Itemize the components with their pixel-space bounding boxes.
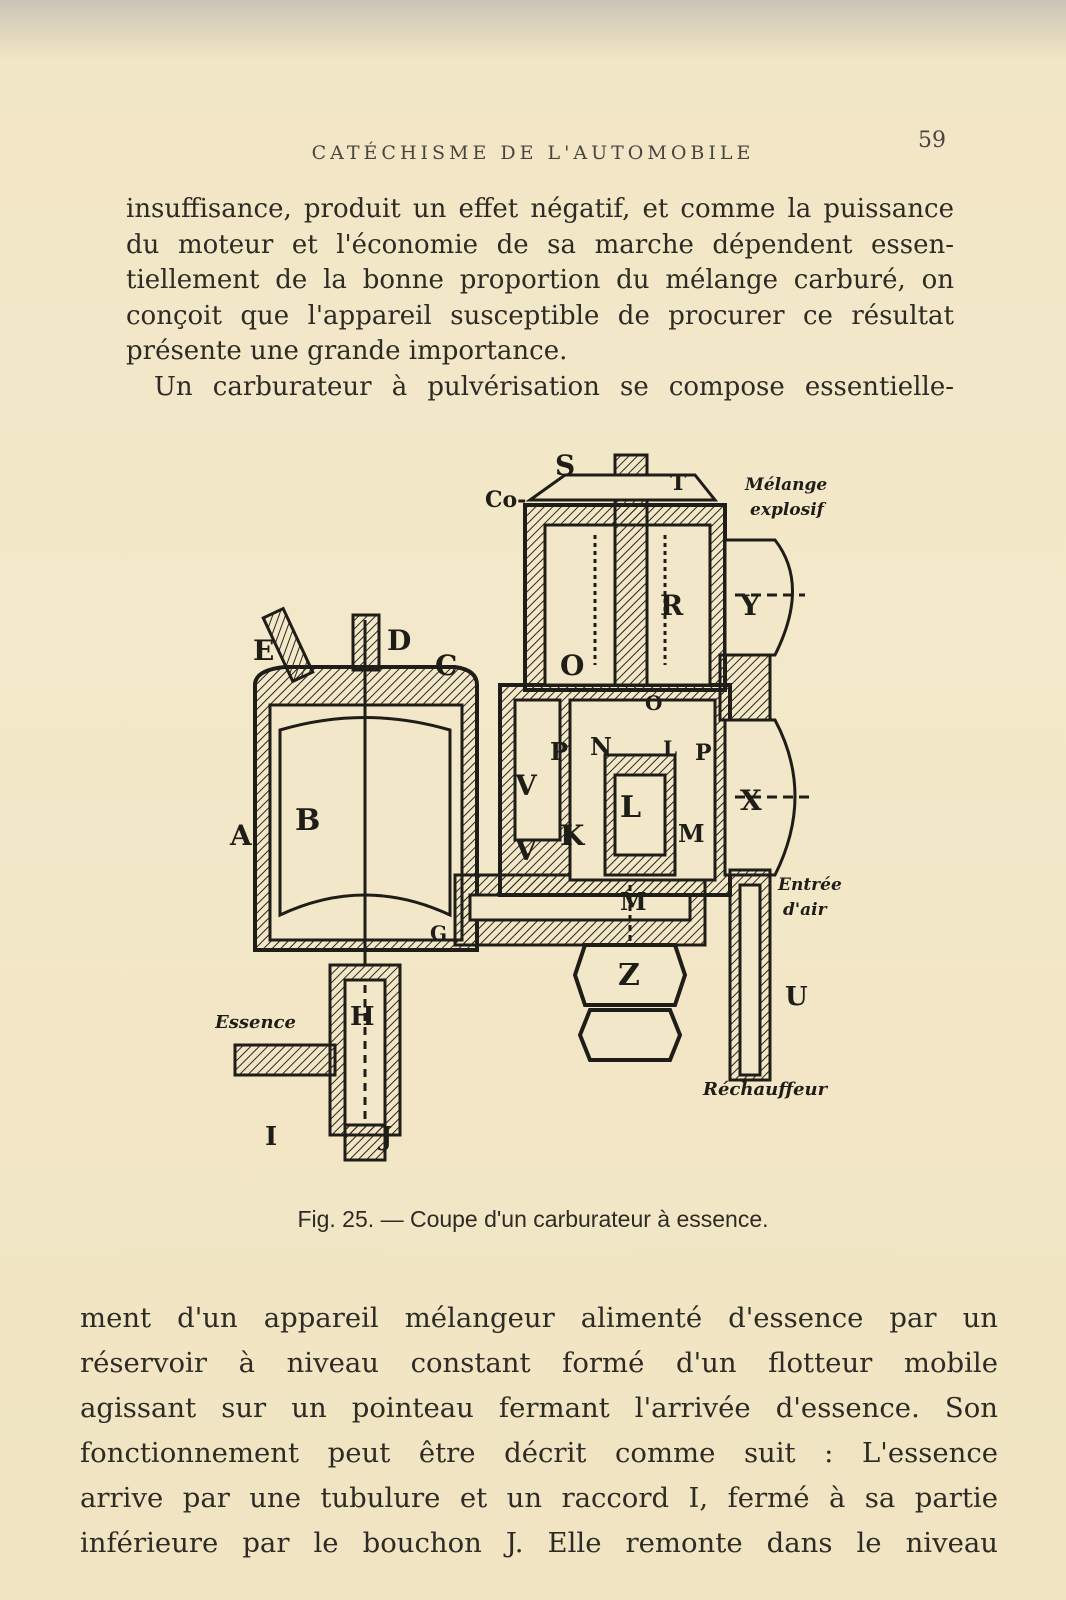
label-N: N bbox=[590, 732, 612, 761]
label-Z: Z bbox=[618, 958, 640, 993]
label-O1: O bbox=[560, 649, 584, 682]
label-essence: Essence bbox=[215, 1012, 296, 1033]
label-Co: Co- bbox=[485, 487, 526, 513]
carburetor-drawing: S T Co- Mélange explosif E D C R Y O O V… bbox=[214, 449, 842, 1162]
carburetor-figure: S T Co- Mélange explosif E D C R Y O O V… bbox=[214, 445, 855, 1180]
text-line: insuffisance, produit un effet négatif, … bbox=[126, 194, 954, 224]
label-I: I bbox=[265, 1122, 277, 1152]
label-H: H bbox=[350, 1002, 375, 1032]
text-line: arrive par une tubulure et un raccord I,… bbox=[80, 1482, 998, 1514]
label-P2: P bbox=[695, 740, 712, 766]
text-line: fonctionnement peut être décrit comme su… bbox=[80, 1437, 998, 1469]
label-M2: M bbox=[620, 887, 647, 916]
text-line: tiellement de la bonne proportion du mél… bbox=[126, 265, 954, 295]
text-line: inférieure par le bouchon J. Elle remont… bbox=[80, 1527, 998, 1559]
paragraph-top: insuffisance, produit un effet négatif, … bbox=[126, 192, 954, 405]
text-line: Un carburateur à pulvérisation se compos… bbox=[154, 371, 954, 402]
text-line: ment d'un appareil mélangeur alimenté d'… bbox=[80, 1302, 998, 1334]
label-U: U bbox=[785, 982, 808, 1012]
label-K: K bbox=[560, 819, 586, 852]
label-Y: Y bbox=[739, 589, 761, 622]
running-title: CATÉCHISME DE L'AUTOMOBILE bbox=[311, 142, 755, 164]
text-line: agissant sur un pointeau fermant l'arriv… bbox=[80, 1392, 998, 1424]
label-rechauffeur: Réchauffeur bbox=[702, 1079, 829, 1100]
label-L1: L bbox=[663, 736, 677, 760]
label-explosif: explosif bbox=[750, 500, 827, 520]
label-A: A bbox=[229, 819, 253, 852]
label-R: R bbox=[660, 589, 684, 622]
text-line: présente une grande importance. bbox=[126, 336, 568, 366]
page-top-shadow bbox=[0, 0, 1066, 60]
figure-caption: Fig. 25. — Coupe d'un carburateur à esse… bbox=[0, 1206, 1066, 1233]
label-B: B bbox=[295, 803, 320, 838]
label-T: T bbox=[670, 470, 687, 496]
text-line: du moteur et l'économie de sa marche dép… bbox=[126, 229, 954, 260]
label-D: D bbox=[387, 624, 411, 657]
label-L2: L bbox=[620, 790, 641, 825]
label-V2: V bbox=[514, 834, 538, 867]
label-entree: Entrée bbox=[777, 875, 842, 895]
caption-text: — Coupe d'un carburateur à essence. bbox=[380, 1206, 769, 1232]
label-X: X bbox=[740, 784, 762, 817]
label-M1: M bbox=[678, 819, 705, 848]
text-line: conçoit que l'appareil susceptible de pr… bbox=[126, 300, 954, 331]
label-S: S bbox=[555, 449, 575, 482]
label-P1: P bbox=[550, 737, 568, 766]
label-E: E bbox=[253, 634, 274, 667]
caption-prefix: Fig. 25. bbox=[297, 1206, 375, 1232]
label-V1: V bbox=[514, 769, 538, 802]
label-O2: O bbox=[645, 691, 662, 715]
label-G: G bbox=[430, 921, 447, 945]
label-J: J bbox=[378, 1122, 392, 1152]
label-dair: d'air bbox=[783, 900, 828, 920]
text-line: réservoir à niveau constant formé d'un f… bbox=[80, 1347, 998, 1379]
page-number: 59 bbox=[918, 128, 946, 153]
label-melange: Mélange bbox=[744, 475, 827, 495]
paragraph-bottom: ment d'un appareil mélangeur alimenté d'… bbox=[80, 1296, 998, 1566]
label-C: C bbox=[435, 649, 457, 682]
